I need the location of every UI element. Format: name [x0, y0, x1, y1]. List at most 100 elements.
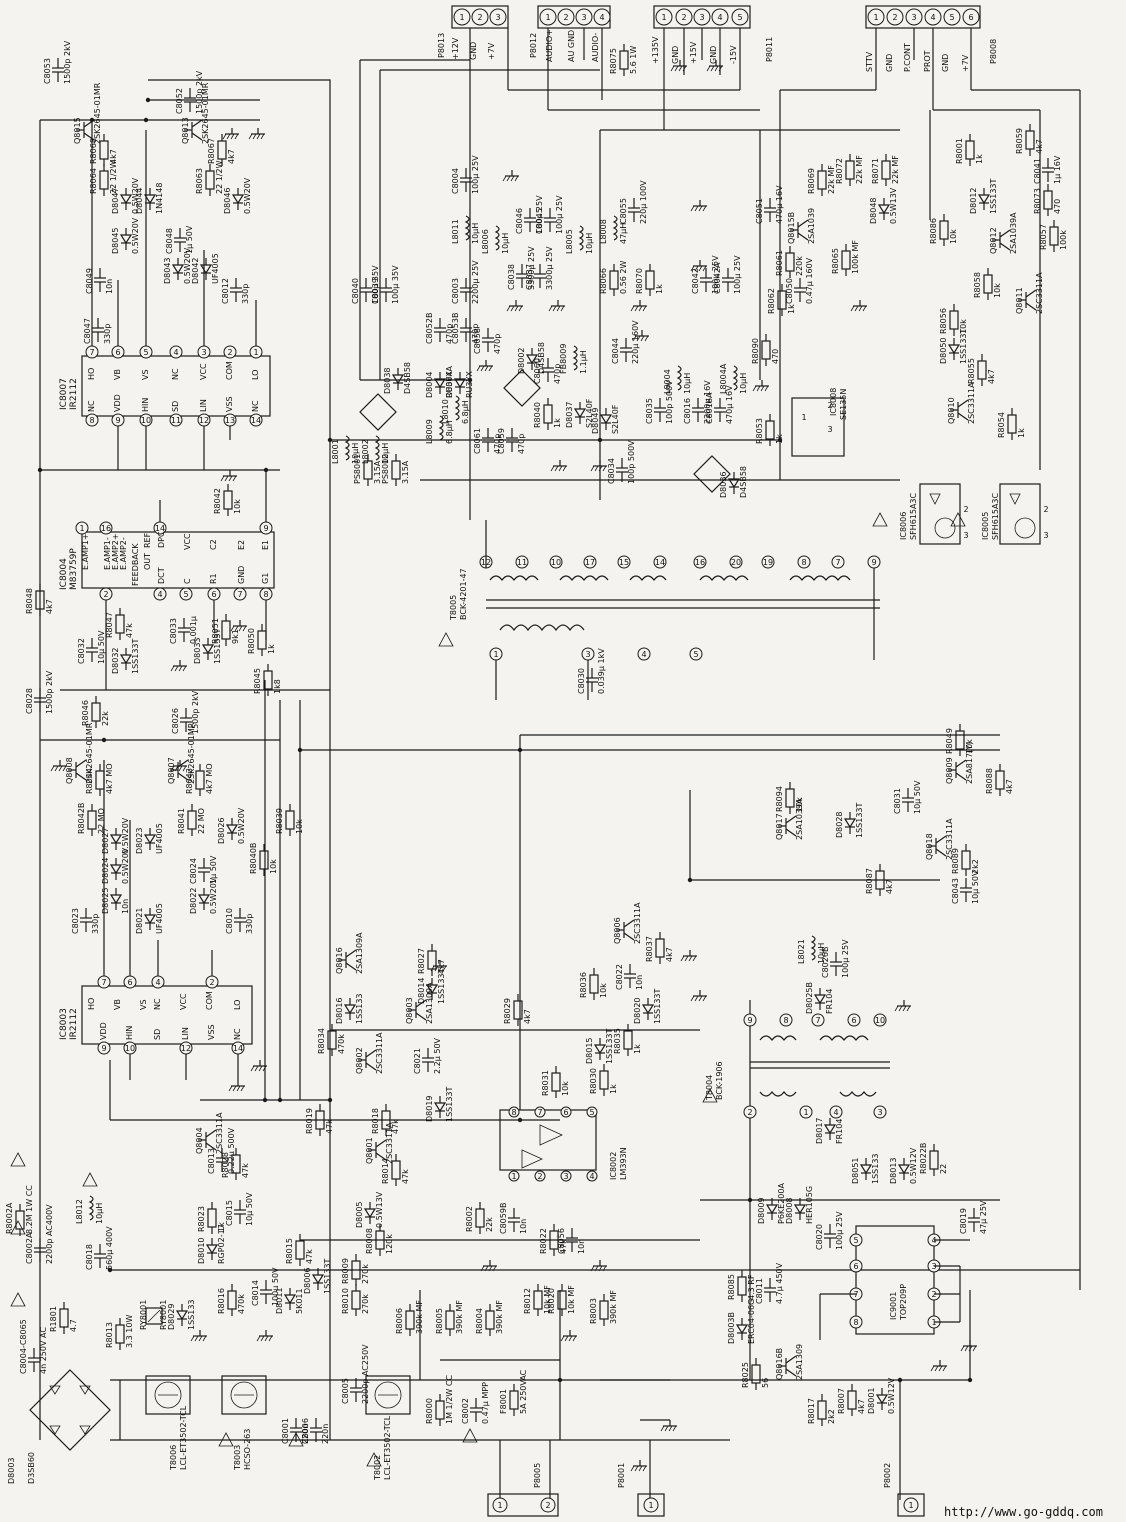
- part-ref-label: RY8001: [139, 1300, 148, 1330]
- svg-text:C2: C2: [209, 539, 218, 550]
- part-ref-label: C8003: [451, 278, 460, 304]
- part-ref-label: R8023: [197, 1206, 206, 1232]
- svg-text:7: 7: [101, 978, 106, 987]
- part-ref-label: C8055: [619, 198, 628, 224]
- svg-text:12: 12: [199, 416, 209, 425]
- svg-text:GND: GND: [709, 46, 718, 64]
- svg-text:NC: NC: [171, 368, 180, 380]
- part-ref-label: Q8016: [335, 947, 344, 974]
- part-ref-label: R8059: [1015, 128, 1024, 154]
- junction-dot: [557, 1377, 563, 1383]
- junction-dot: [517, 1117, 523, 1123]
- part-ref-label: R8053: [755, 418, 764, 444]
- part-value-label: 4k7: [1005, 779, 1014, 794]
- part-value-label: 2SC3311A: [1035, 272, 1044, 314]
- part-value-label: 0.22µ 500V: [227, 1127, 236, 1174]
- svg-text:10: 10: [875, 1016, 885, 1025]
- part-value-label: 10µH: [739, 373, 748, 394]
- part-value-label: 470: [1053, 199, 1062, 214]
- part-ref-label: D8027: [101, 827, 110, 854]
- svg-text:VB: VB: [113, 369, 122, 380]
- svg-text:3: 3: [201, 348, 206, 357]
- svg-text:2: 2: [209, 978, 214, 987]
- part-ref-label: D8048: [869, 197, 878, 224]
- part-ref-label: R8075: [609, 48, 618, 74]
- part-ref-label: C8002: [461, 1398, 470, 1424]
- svg-text:HCSO-263: HCSO-263: [243, 1429, 252, 1470]
- part-value-label: 1.1µH: [579, 350, 588, 374]
- part-ref-label: D8049: [591, 407, 600, 434]
- part-ref-label: D8045: [111, 227, 120, 254]
- svg-text:VB: VB: [113, 999, 122, 1010]
- part-value-label: 1SS133T: [959, 328, 968, 364]
- svg-text:IC8004: IC8004: [59, 558, 69, 590]
- part-ref-label: C8045: [535, 208, 544, 234]
- svg-text:IR2112: IR2112: [69, 1008, 79, 1040]
- part-ref-label: C8030: [577, 668, 586, 694]
- part-value-label: 0.5W20V: [131, 217, 140, 254]
- svg-text:DCT: DCT: [157, 567, 166, 584]
- part-ref-label: C8016: [683, 398, 692, 424]
- part-value-label: 2.2µ 50V: [433, 1037, 442, 1074]
- part-ref-label: D8012: [969, 187, 978, 214]
- svg-text:4: 4: [589, 1172, 594, 1181]
- part-value-label: 4k7: [45, 599, 54, 614]
- safety-warning-icon: [10, 1220, 26, 1235]
- part-value-label: 9k1: [231, 629, 240, 644]
- svg-text:5: 5: [693, 650, 698, 659]
- svg-text:IC8003: IC8003: [59, 1008, 69, 1040]
- svg-text:TOP209P: TOP209P: [899, 1284, 908, 1321]
- svg-text:M83759P: M83759P: [69, 548, 79, 590]
- part-value-label: 2SA1309A: [355, 932, 364, 974]
- part-value-label: 470p: [493, 434, 502, 454]
- part-value-label: D3SB60: [27, 1452, 36, 1484]
- svg-text:AUDIO+: AUDIO+: [545, 29, 554, 62]
- ground-icon: [430, 960, 447, 972]
- part-value-label: 1500p 2kV: [195, 70, 204, 114]
- part-ref-label: D8001: [867, 1387, 876, 1414]
- svg-text:6: 6: [851, 1016, 856, 1025]
- svg-text:E.AMP1-: E.AMP1-: [103, 537, 112, 570]
- part-value-label: 0.47µ MPP: [481, 1382, 490, 1424]
- svg-text:1: 1: [908, 1501, 913, 1510]
- part-ref-label: D8003B: [727, 1312, 736, 1344]
- part-ref-label: R8049: [945, 728, 954, 754]
- ic9001: 5 6 7 8 4 3 2 1 IC9001 TOP209P: [819, 1225, 970, 1340]
- part-ref-label: C8053B: [451, 313, 460, 344]
- part-ref-label: R8013: [105, 1322, 114, 1348]
- svg-text:SFH615A3C: SFH615A3C: [909, 492, 918, 540]
- svg-text:8: 8: [783, 1016, 788, 1025]
- svg-text:2: 2: [747, 1108, 752, 1117]
- ground-icon: [560, 1330, 577, 1342]
- part-ref-label: R8041: [177, 808, 186, 834]
- part-ref-label: L8011: [451, 219, 460, 244]
- part-value-label: 0.5W13V: [375, 1191, 384, 1228]
- part-ref-label: R1801: [49, 1306, 58, 1332]
- part-ref-label: R8016: [217, 1288, 226, 1314]
- part-ref-label: D8006: [303, 1267, 312, 1294]
- svg-text:2: 2: [563, 13, 568, 22]
- svg-text:GND: GND: [469, 42, 478, 60]
- svg-text:T8004: T8004: [705, 1075, 714, 1101]
- svg-text:4: 4: [930, 13, 935, 22]
